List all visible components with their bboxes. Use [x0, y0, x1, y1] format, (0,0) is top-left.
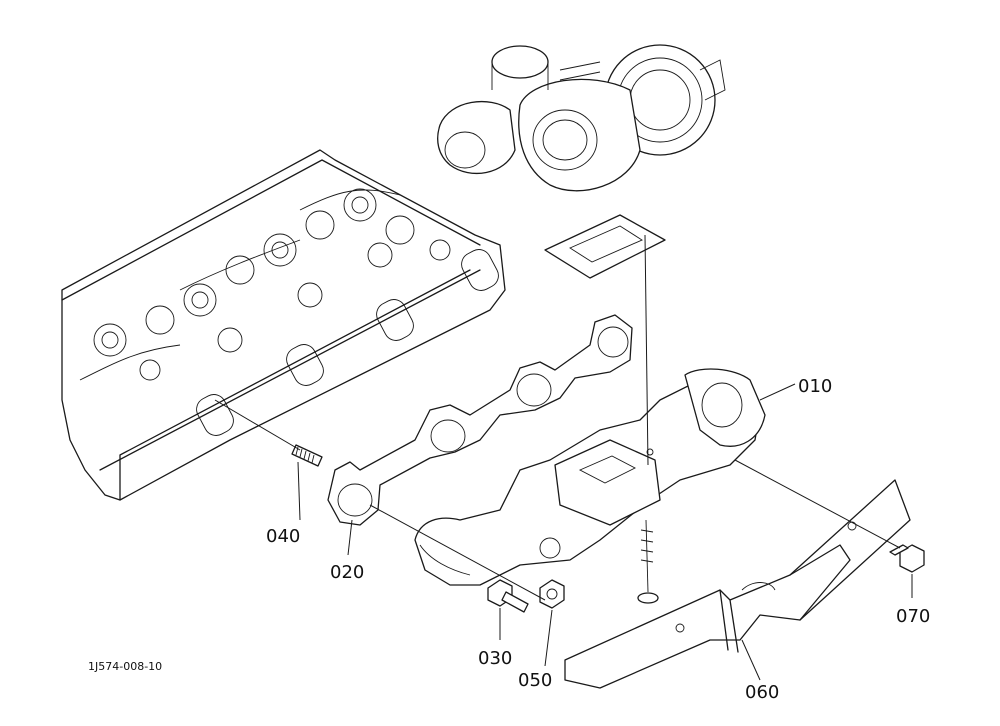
drawing-reference: 1J574-008-10 — [88, 660, 162, 673]
part-label-070: 070 — [896, 606, 930, 627]
part-label-020: 020 — [330, 562, 364, 583]
part-label-060: 060 — [745, 682, 779, 703]
assembly-lines — [214, 234, 901, 601]
part-label-040: 040 — [266, 526, 300, 547]
long-bolt — [637, 519, 659, 604]
cylinder-head — [61, 149, 506, 501]
nut-050 — [539, 579, 565, 609]
turbo-gasket — [544, 214, 666, 279]
manifold-gasket — [327, 314, 633, 526]
bolt-030 — [487, 579, 529, 613]
part-label-010: 010 — [798, 376, 832, 397]
part-label-050: 050 — [518, 670, 552, 691]
exhaust-manifold — [414, 368, 766, 586]
bolt-070 — [889, 544, 925, 573]
turbocharger — [437, 44, 726, 279]
part-label-030: 030 — [478, 648, 512, 669]
leader-lines — [297, 383, 913, 681]
